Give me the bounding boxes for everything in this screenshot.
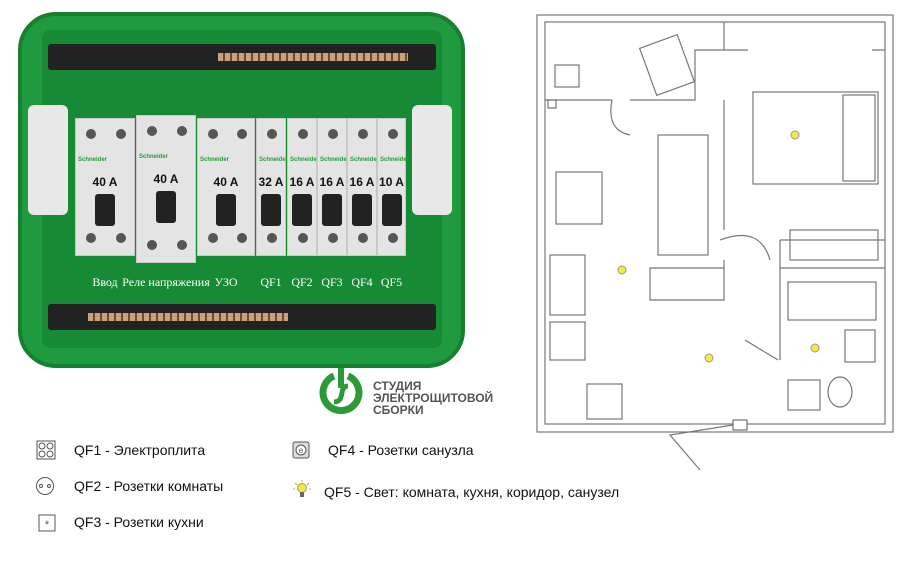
kitchen-socket-icon: * [38, 514, 56, 532]
left-clip [28, 105, 68, 215]
breaker-label-qf4: QF4 [351, 275, 373, 289]
breaker-label-rele: Реле напряжения [122, 275, 210, 289]
brand-label: Schneider [200, 157, 230, 163]
breaker-rating: 16 A [349, 175, 375, 189]
screw-icon [207, 233, 218, 243]
breaker-qf4: Schneider 16 A [347, 118, 380, 256]
breaker-vvod: Schneider 40 A [75, 118, 135, 256]
legend-qf1: QF1 - Электроплита [74, 442, 206, 458]
screw-icon [267, 233, 277, 243]
bathroom-socket-icon: e [292, 441, 310, 459]
breaker-toggle[interactable] [292, 194, 312, 226]
legend-qf4: QF4 - Розетки санузла [328, 442, 474, 458]
top-busbar [218, 53, 408, 61]
breaker-qf3: Schneider 16 A [317, 118, 350, 256]
breaker-rating: 40 A [92, 175, 118, 189]
breaker-label-qf1: QF1 [260, 275, 282, 289]
breaker-rating: 32 A [258, 175, 284, 189]
light-kitchen [617, 265, 627, 275]
logo-text: СТУДИЯ ЭЛЕКТРОЩИТОВОЙ СБОРКИ [373, 380, 493, 416]
light-bathroom [810, 343, 820, 353]
screw-icon [328, 129, 338, 139]
breaker-qf5: Schneider 10 A [377, 118, 410, 256]
breaker-qf1: Schneider 32 A [256, 118, 289, 256]
logo-line-2: ЭЛЕКТРОЩИТОВОЙ [373, 391, 494, 405]
screw-icon [207, 129, 218, 139]
breaker-toggle[interactable] [95, 194, 115, 226]
legend-qf2: QF2 - Розетки комнаты [74, 478, 224, 494]
brand-label: Schneider [380, 157, 410, 163]
screw-icon [86, 129, 96, 139]
screw-icon [147, 240, 157, 250]
top-din-rail [48, 44, 436, 70]
breaker-uzo: Schneider 40 A [197, 118, 255, 256]
logo-line-3: СБОРКИ [373, 403, 424, 417]
breaker-label-uzo: УЗО [214, 275, 238, 289]
breaker-qf2: Schneider 16 A [287, 118, 320, 256]
screw-icon [147, 126, 157, 136]
screw-icon [358, 233, 368, 243]
screw-icon [298, 233, 308, 243]
screw-icon [177, 240, 187, 250]
legend-qf3: QF3 - Розетки кухни [74, 514, 204, 530]
socket-icon [36, 477, 54, 495]
breaker-label-qf2: QF2 [291, 275, 313, 289]
bottom-busbar [88, 313, 288, 321]
breaker-toggle[interactable] [156, 191, 176, 223]
logo-line-1: СТУДИЯ [373, 379, 422, 393]
svg-text:*: * [45, 519, 50, 531]
screw-icon [116, 233, 126, 243]
light-room [790, 130, 800, 140]
screw-icon [177, 126, 187, 136]
breaker-label-vvod: Ввод [92, 275, 118, 289]
screw-icon [116, 129, 126, 139]
brand-label: Schneider [350, 157, 380, 163]
brand-label: Schneider [290, 157, 320, 163]
breaker-rating: 10 A [379, 175, 404, 189]
bottom-din-rail [48, 304, 436, 330]
breaker-toggle[interactable] [261, 194, 281, 226]
light-corridor [704, 353, 714, 363]
legend-qf5: QF5 - Свет: комната, кухня, коридор, сан… [324, 484, 620, 500]
breaker-rating: 16 A [289, 175, 315, 189]
right-clip [412, 105, 452, 215]
breaker-toggle[interactable] [352, 194, 372, 226]
breaker-toggle[interactable] [216, 194, 236, 226]
screw-icon [86, 233, 96, 243]
breaker-rating: 16 A [319, 175, 345, 189]
brand-label: Schneider [259, 157, 289, 163]
floor-plan [536, 14, 894, 471]
brand-label: Schneider [320, 157, 350, 163]
lightbulb-icon [293, 480, 311, 497]
brand-label: Schneider [78, 157, 108, 163]
breaker-rele: Schneider 40 A [136, 115, 196, 263]
breaker-rating: 40 A [213, 175, 239, 189]
breaker-toggle[interactable] [322, 194, 342, 226]
screw-icon [328, 233, 338, 243]
breaker-label-qf3: QF3 [321, 275, 343, 289]
screw-icon [298, 129, 308, 139]
screw-icon [387, 129, 398, 139]
svg-text:e: e [299, 446, 304, 455]
screw-icon [358, 129, 368, 139]
screw-icon [387, 233, 398, 243]
screw-icon [236, 129, 247, 139]
screw-icon [267, 129, 277, 139]
breaker-toggle[interactable] [381, 194, 402, 226]
screw-icon [236, 233, 247, 243]
brand-label: Schneider [139, 154, 169, 160]
breaker-label-qf5: QF5 [380, 275, 403, 289]
breaker-rating: 40 A [153, 172, 179, 186]
logo-icon [319, 368, 363, 415]
stove-icon [36, 440, 56, 460]
